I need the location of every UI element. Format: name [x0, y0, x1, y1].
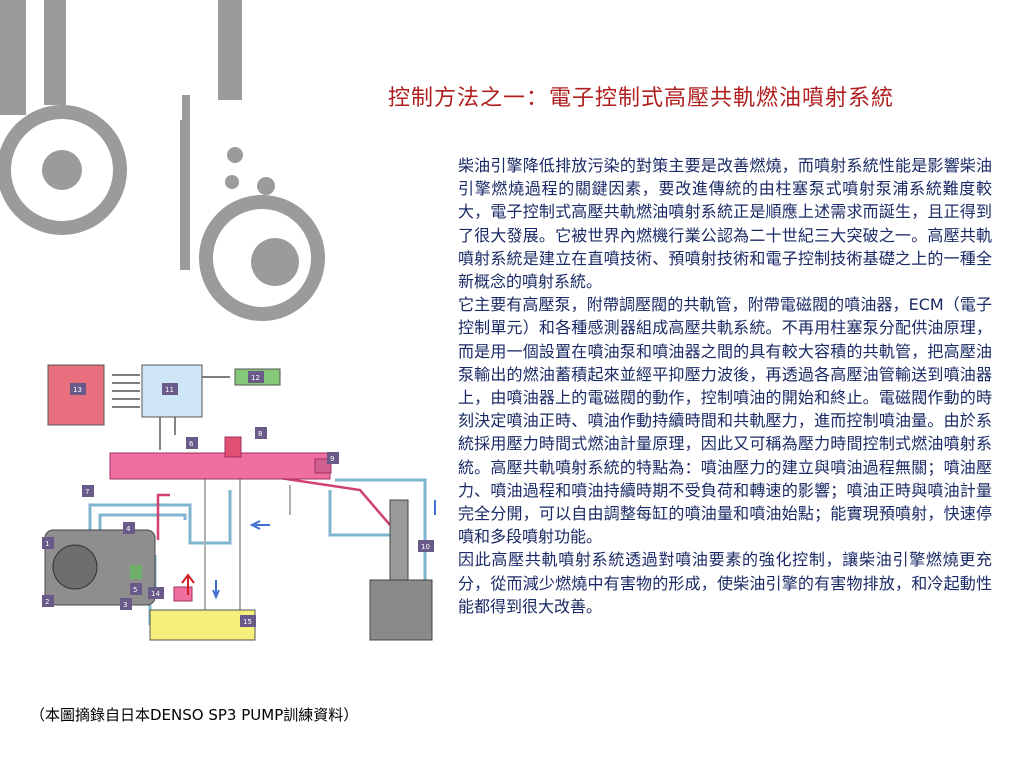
decor-bar [218, 0, 242, 100]
label-9: 9 [330, 455, 334, 463]
decor-dot [257, 177, 275, 195]
label-12: 12 [251, 374, 260, 382]
label-15: 15 [243, 618, 252, 626]
signal-wires [112, 374, 230, 450]
label-11: 11 [165, 386, 174, 394]
hp-lines [156, 473, 391, 540]
label-13: 13 [73, 386, 82, 394]
label-2: 2 [45, 598, 49, 606]
return-lines [204, 473, 291, 615]
decor-dot [227, 147, 243, 163]
diagram-labels: 13 11 12 8 6 9 7 4 1 2 3 5 14 15 10 [42, 371, 434, 627]
pressure-limiter [224, 436, 242, 458]
decor-bar [182, 95, 190, 129]
decor-bar [0, 0, 26, 115]
injector [389, 499, 409, 586]
decor-dot [42, 150, 82, 190]
figure-caption: （本圖摘錄自日本DENSO SP3 PUMP訓練資料） [30, 706, 359, 724]
decor-ring [0, 105, 127, 235]
decor-bar [180, 120, 190, 270]
pump-valve [130, 565, 142, 579]
decor-dot [251, 238, 299, 286]
label-6: 6 [189, 440, 194, 448]
page-title: 控制方法之一：電子控制式高壓共軌燃油噴射系統 [388, 86, 895, 111]
label-10: 10 [421, 543, 430, 551]
common-rail [109, 452, 331, 480]
decor-bar [44, 0, 66, 105]
body-text: 柴油引擎降低排放污染的對策主要是改善燃燒，而噴射系統性能是影響柴油引擎燃燒過程的… [458, 154, 992, 618]
paragraph: 因此高壓共軌噴射系統透過對噴油要素的強化控制，讓柴油引擎燃燒更充分，從而減少燃燒… [458, 550, 992, 616]
label-14: 14 [151, 590, 160, 598]
label-3: 3 [123, 601, 127, 609]
paragraph: 柴油引擎降低排放污染的對策主要是改善燃燒，而噴射系統性能是影響柴油引擎燃燒過程的… [458, 156, 992, 292]
label-8: 8 [258, 430, 262, 438]
pump-gear [52, 544, 98, 590]
common-rail-diagram: 13 11 12 8 6 9 7 4 1 2 3 5 14 15 10 [42, 364, 436, 641]
fuel-tank [149, 609, 256, 641]
label-4: 4 [126, 525, 131, 533]
decorative-shapes [0, 0, 325, 321]
flow-arrows [181, 500, 436, 600]
decor-ring [199, 195, 325, 321]
label-7: 7 [85, 488, 89, 496]
label-5: 5 [133, 586, 137, 594]
fuel-filter-14 [173, 586, 193, 602]
decor-dot [225, 175, 239, 189]
paragraph: 它主要有高壓泵，附帶調壓閥的共軌管，附帶電磁閥的噴油器，ECM（電子控制單元）和… [458, 295, 992, 547]
engine-cylinder [369, 579, 433, 641]
label-1: 1 [45, 540, 49, 548]
